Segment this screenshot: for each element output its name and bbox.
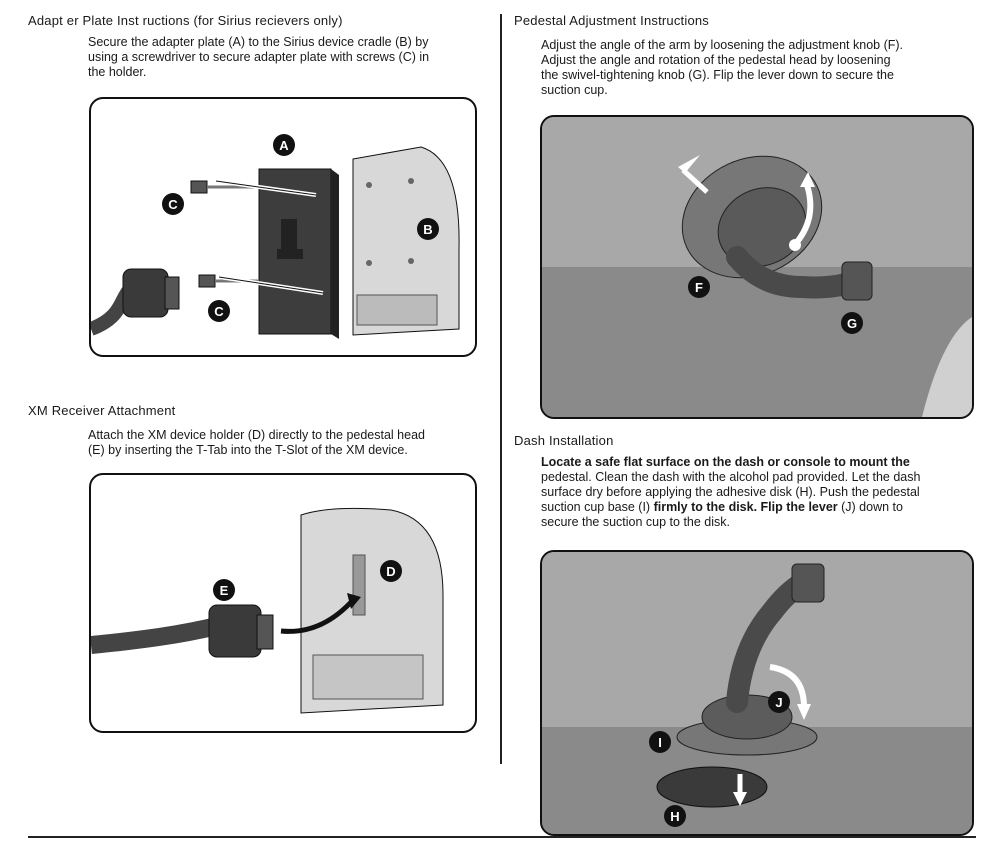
sirius-cradle (352, 146, 460, 336)
dash-instructions: Locate a safe flat surface on the dash o… (541, 455, 920, 530)
dash-heading: Dash Installation (514, 433, 614, 448)
xm-line-2: (E) by inserting the T-Tab into the T-Sl… (88, 443, 408, 457)
callout-h: H (664, 805, 686, 827)
pedestal-instructions: Adjust the angle of the arm by loosening… (541, 38, 903, 98)
xm-line-1: Attach the XM device holder (D) directly… (88, 428, 425, 442)
lever-arrow (769, 664, 807, 708)
adapter-heading: Adapt er Plate Inst ructions (for Sirius… (28, 13, 343, 28)
svg-text:G: G (847, 316, 857, 331)
svg-text:E: E (220, 583, 229, 598)
callout-f: F (688, 276, 710, 298)
pedestal-line-3: the swivel-tightening knob (G). Flip the… (541, 68, 894, 82)
pedestal-adjustment-illustration: F G (540, 115, 974, 419)
bottom-rule (28, 836, 976, 838)
svg-text:D: D (386, 564, 395, 579)
xm-heading: XM Receiver Attachment (28, 403, 176, 418)
svg-text:H: H (670, 809, 679, 824)
svg-text:C: C (168, 197, 178, 212)
pedestal-line-4: suction cup. (541, 83, 608, 97)
screws-lower (198, 274, 324, 295)
rotation-arrow (794, 184, 814, 244)
svg-text:J: J (775, 695, 782, 710)
callout-b: B (417, 218, 439, 240)
callout-i: I (649, 731, 671, 753)
dash-line-4-pre: suction cup base (I) (541, 500, 654, 514)
dash-line-2: pedestal. Clean the dash with the alcoho… (541, 470, 921, 484)
insertion-arrow (280, 598, 355, 634)
adhesive-disk (656, 766, 768, 808)
dash-line-1-bold: Locate a safe flat surface on the dash o… (541, 455, 910, 469)
dash-line-4-bold: firmly to the disk. Flip the lever (653, 500, 838, 514)
callout-d: D (380, 560, 402, 582)
svg-text:F: F (695, 280, 703, 295)
pedestal-heading: Pedestal Adjustment Instructions (514, 13, 710, 28)
pedestal-line-2: Adjust the angle and rotation of the ped… (541, 53, 891, 67)
arm-direction-arrow (678, 155, 700, 173)
svg-text:I: I (658, 735, 662, 750)
pedestal-line-1: Adjust the angle of the arm by loosening… (541, 38, 904, 52)
screws-upper (190, 179, 317, 197)
callout-c-lower: C (208, 300, 230, 322)
callout-c-upper: C (162, 193, 184, 215)
svg-text:A: A (279, 138, 289, 153)
pedestal-head-e (208, 604, 262, 658)
dash-line-5: secure the suction cup to the disk. (541, 515, 730, 529)
column-divider (500, 14, 502, 764)
adapter-line-3: the holder. (88, 65, 147, 79)
xm-attachment-illustration: D E (89, 473, 477, 733)
adapter-line-1: Secure the adapter plate (A) to the Siri… (88, 35, 429, 49)
dash-installation-illustration: H I J (540, 550, 974, 836)
xm-instructions: Attach the XM device holder (D) directly… (88, 428, 425, 458)
pedestal-head-knob (122, 268, 169, 318)
svg-text:B: B (423, 222, 432, 237)
callout-e: E (213, 579, 235, 601)
dash-line-3: surface dry before applying the adhesive… (541, 485, 920, 499)
adapter-plate-illustration: A B C C (89, 97, 477, 357)
callout-g: G (841, 312, 863, 334)
callout-j: J (768, 691, 790, 713)
dash-line-1: Locate a safe flat surface on the dash o… (541, 455, 920, 470)
dash-line-4-post: (J) down to (837, 500, 903, 514)
svg-text:C: C (214, 304, 224, 319)
dash-line-4: suction cup base (I) firmly to the disk.… (541, 500, 920, 515)
adapter-instructions: Secure the adapter plate (A) to the Siri… (88, 35, 429, 80)
callout-a: A (273, 134, 295, 156)
pedestal-arm (726, 246, 863, 299)
adapter-line-2: using a screwdriver to secure adapter pl… (88, 50, 430, 64)
